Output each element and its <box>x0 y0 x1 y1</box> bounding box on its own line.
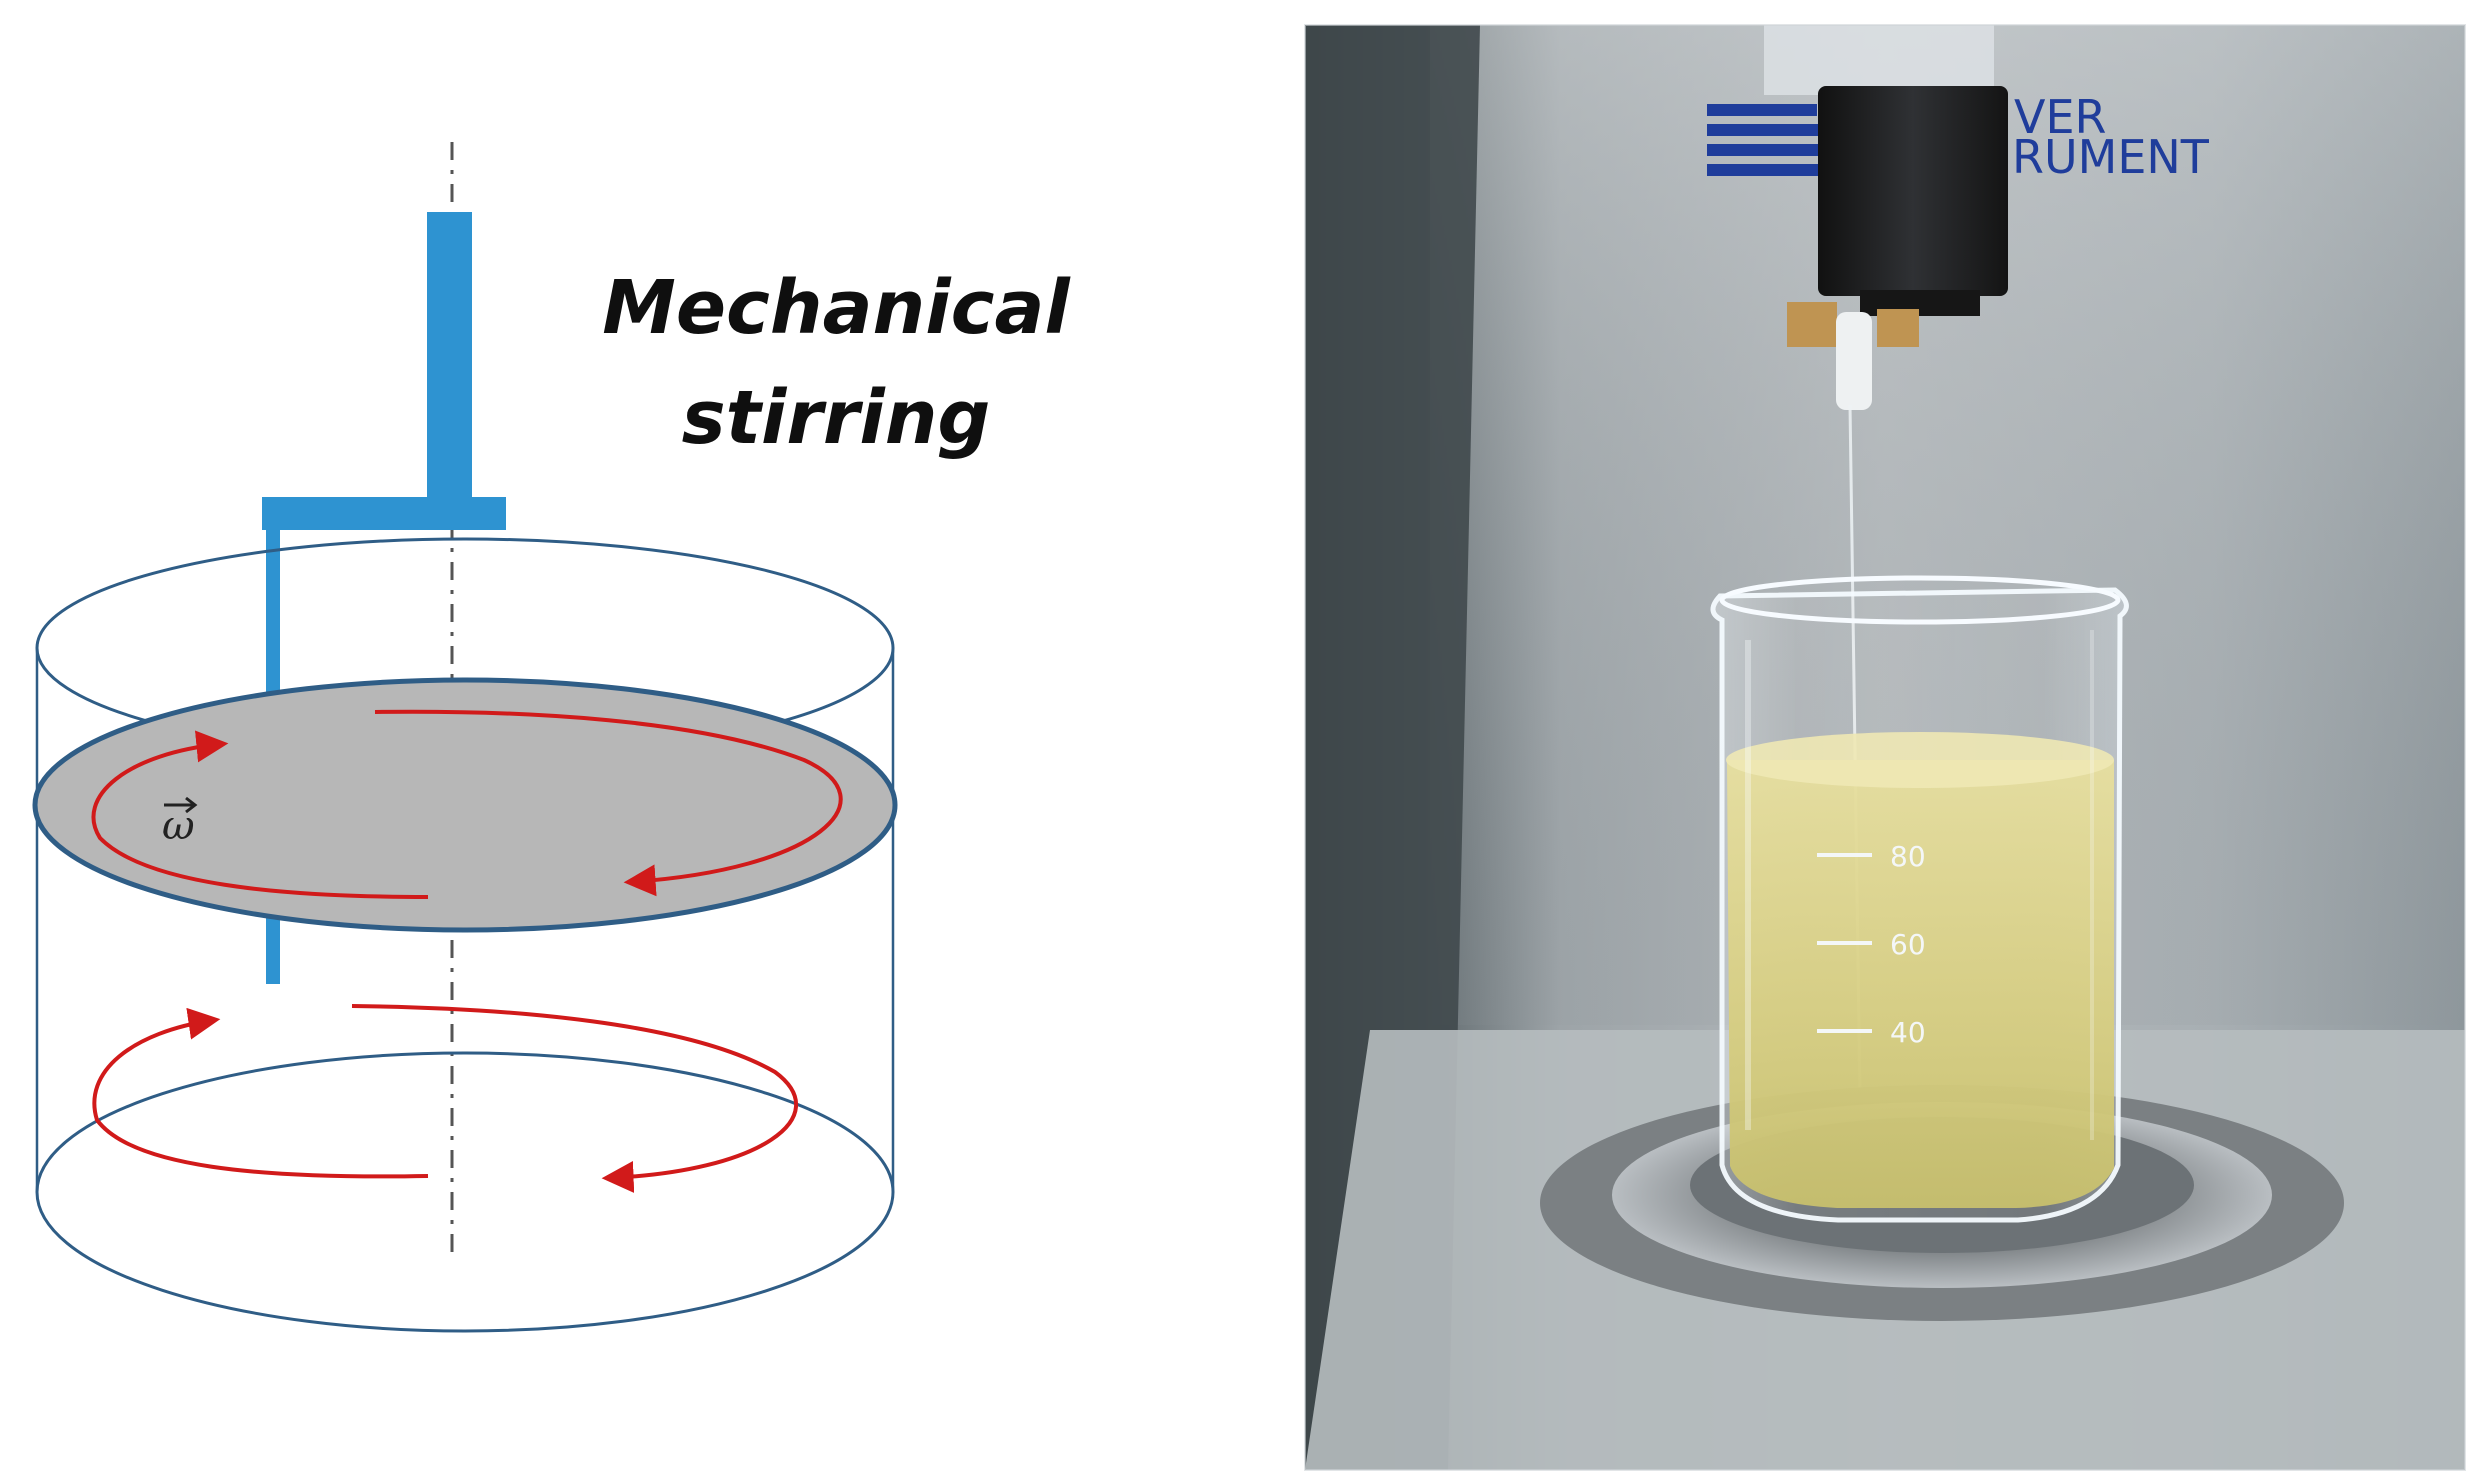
upper-flow-arrow-right <box>374 709 843 897</box>
mechanical-stirring-diagram: ω Mechanical stirring <box>32 142 1071 1333</box>
stirrer-shaft-upper <box>427 212 472 497</box>
tip-sleeve <box>1836 312 1872 410</box>
beaker-mark-40: 40 <box>1890 1016 1926 1049</box>
instrument-top-housing <box>1764 25 1994 95</box>
beaker-liquid-surface <box>1726 732 2114 788</box>
caption-line-1: Mechanical <box>602 265 1071 351</box>
instrument-head <box>1818 86 2008 296</box>
beaker-mark-60: 60 <box>1890 928 1926 961</box>
caption-line-2: stirring <box>682 375 991 461</box>
photo-panel: VER RUMENT 80 60 40 <box>1304 24 2466 1471</box>
logo-bar-3 <box>1707 144 1827 156</box>
logo-bar-2 <box>1707 124 1847 136</box>
vessel-bottom-rim <box>35 1051 895 1333</box>
beaker-top-opening <box>1719 575 2121 625</box>
upper-flow-arrow-left <box>91 730 429 899</box>
logo-bar-1 <box>1707 104 1817 116</box>
brand-logo: VER RUMENT <box>1707 90 2210 184</box>
stirrer-crossbar <box>262 497 506 530</box>
tip-holder-left <box>1787 302 1837 347</box>
brand-text-bottom: RUMENT <box>2012 130 2210 184</box>
photo-frame-edge <box>1304 24 2466 1471</box>
lower-flow-arrow-right <box>351 1004 799 1193</box>
beaker-mark-80: 80 <box>1890 840 1926 873</box>
omega-vector-arrow <box>164 796 198 814</box>
beaker-liquid <box>1727 760 2114 1208</box>
liquid-surface-disk <box>32 677 898 933</box>
lower-flow-arrow-left <box>92 1007 429 1179</box>
brand-text-top: VER <box>2014 90 2107 144</box>
tip-holder-right <box>1877 309 1919 347</box>
